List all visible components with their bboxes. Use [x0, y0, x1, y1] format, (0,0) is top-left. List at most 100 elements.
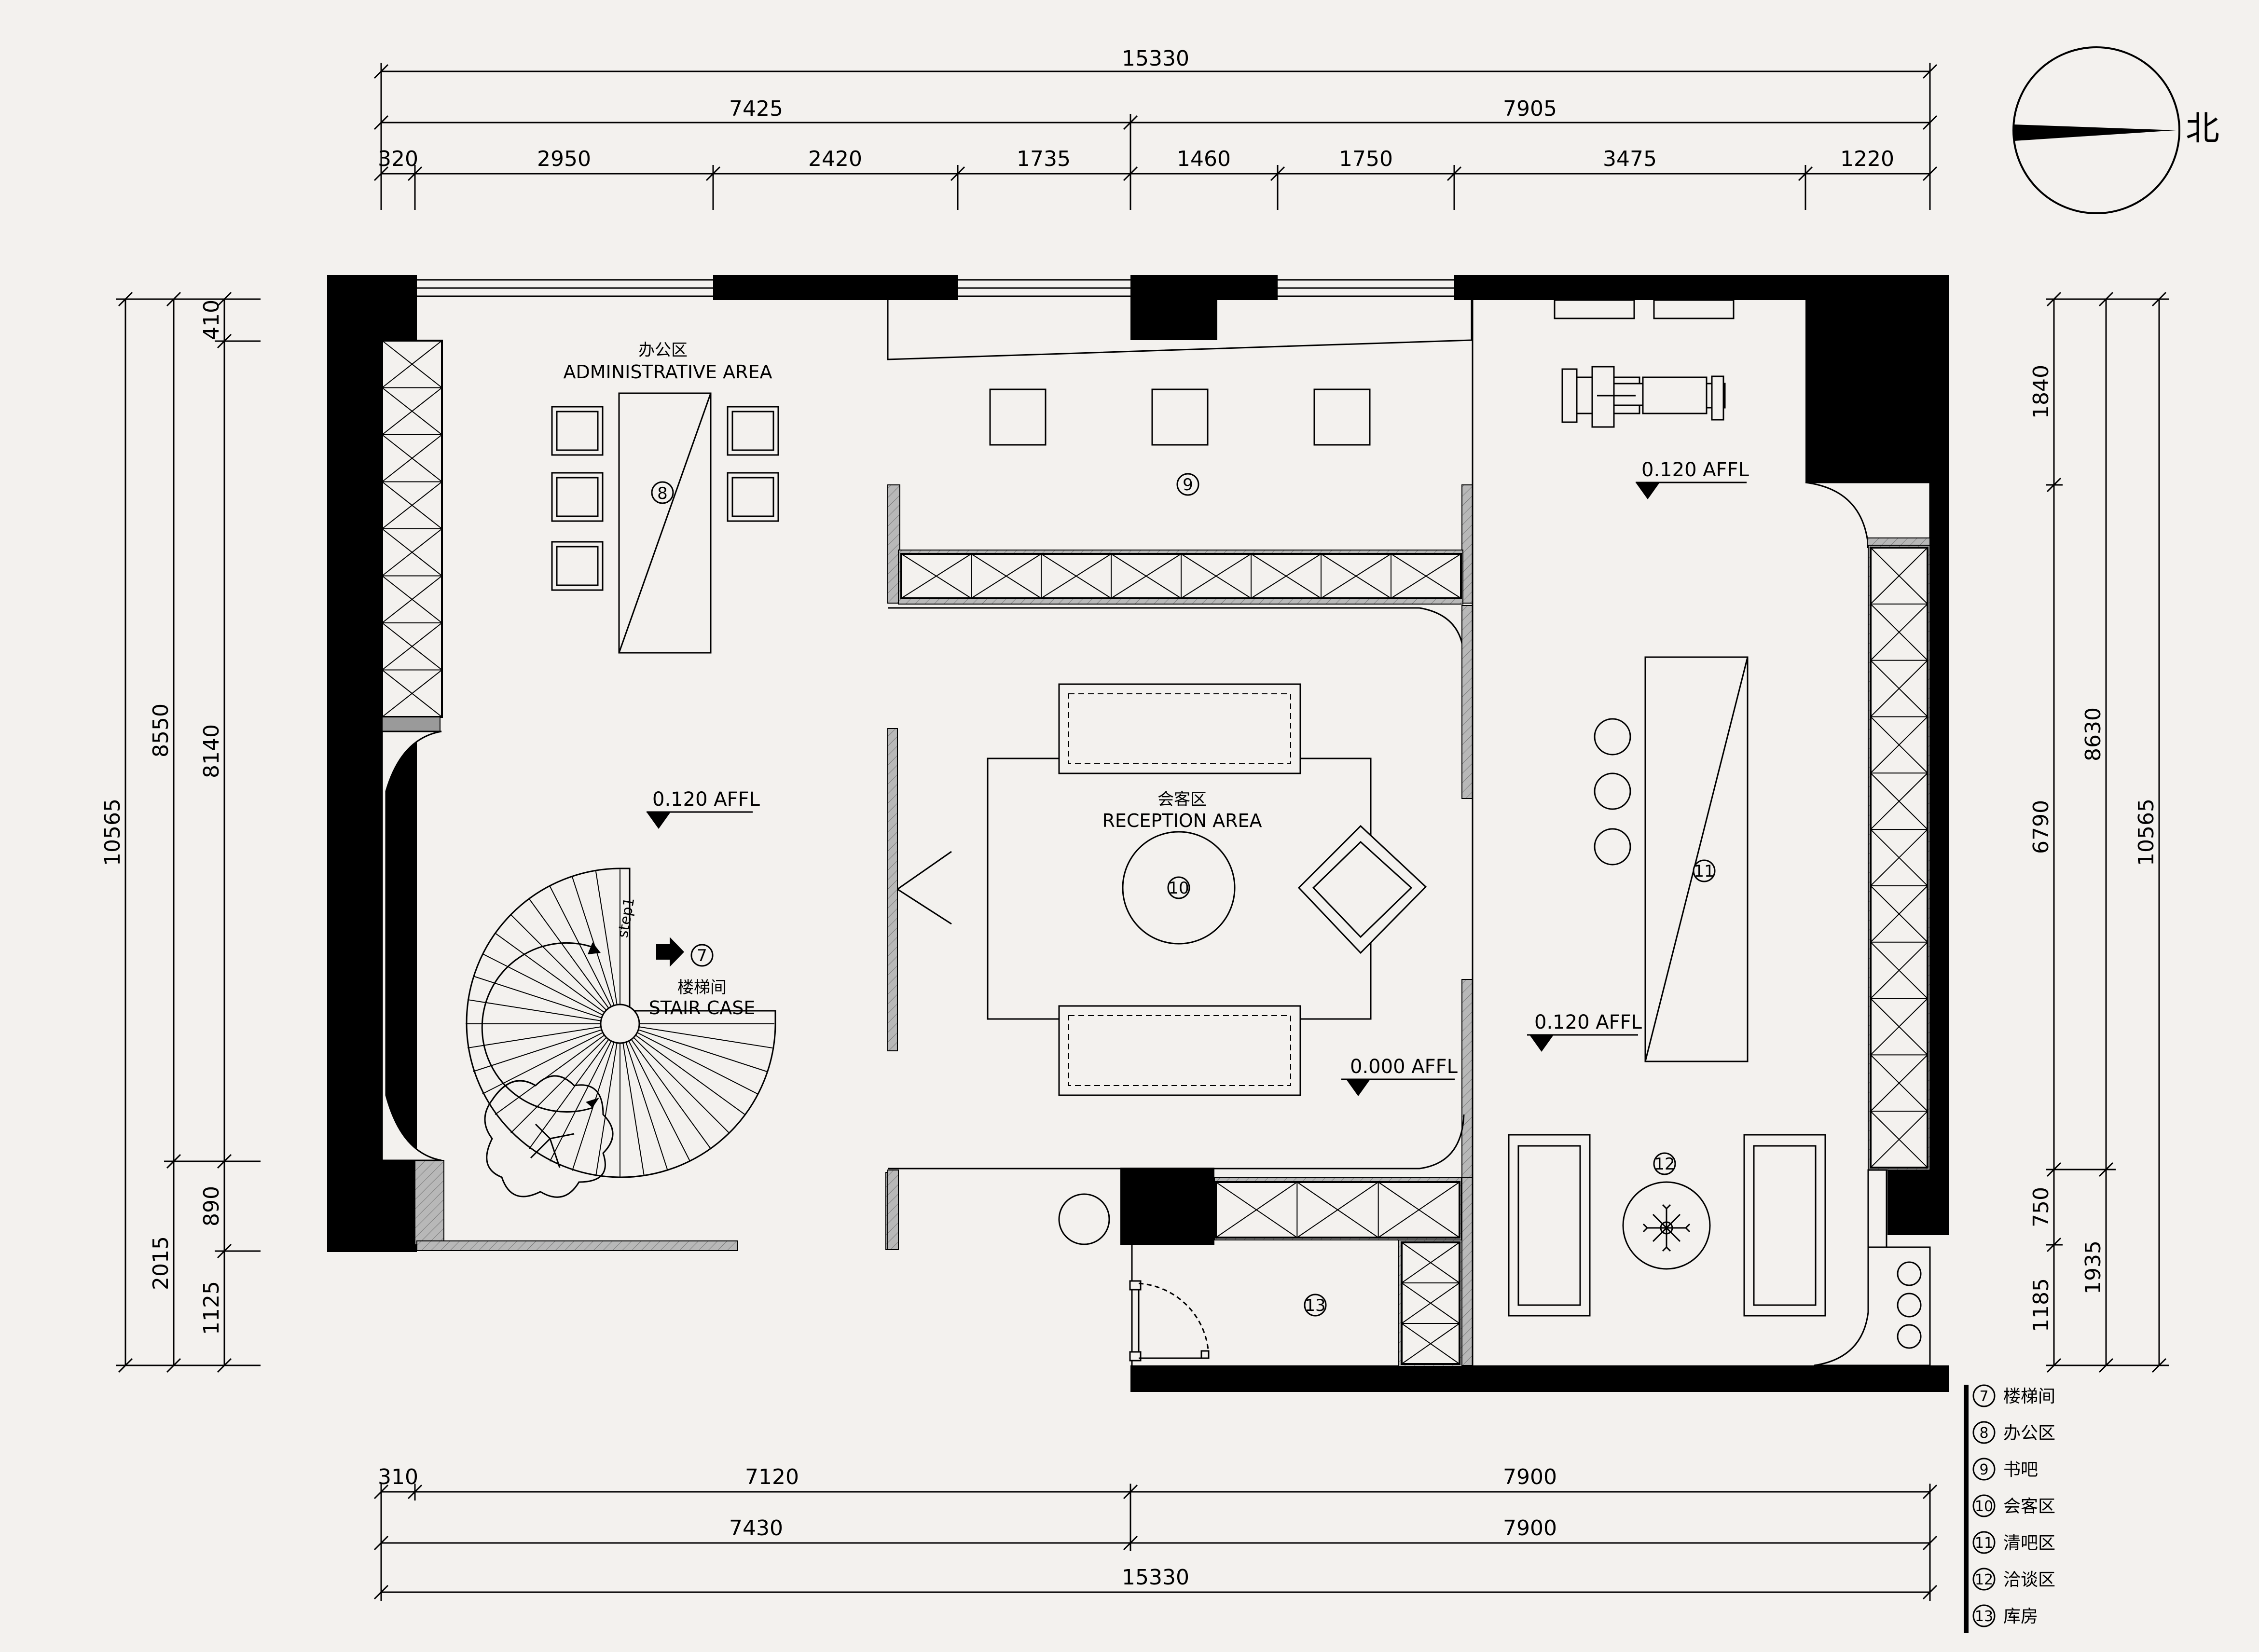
admin-level-marker: 0.120 AFFL: [647, 788, 760, 829]
dim-top-seg-6: 1750: [1339, 147, 1393, 171]
admin-area: 办公区 ADMINISTRATIVE AREA 8 0.120 AFFL: [381, 340, 897, 1251]
dim-left-mid-b: 2015: [149, 1236, 173, 1290]
cabinet-cross: [639, 1026, 773, 1049]
cabinet-cross: [1870, 716, 1928, 773]
cabinet-cross: [529, 898, 609, 1009]
cabinet-cross: [482, 1032, 603, 1095]
admin-label-en: ADMINISTRATIVE AREA: [563, 361, 772, 383]
right-dimensions: 1840 6790 750 1185 8630 1935 10565: [2029, 291, 2169, 1373]
cabinet-cross: [467, 999, 601, 1021]
dim-right-inner-3: 750: [2029, 1187, 2053, 1227]
cabinet-cross: [510, 914, 607, 1011]
cabinet-cross: [382, 575, 442, 623]
book-bar-area: 9: [887, 300, 1473, 605]
dim-right-mid-a: 8630: [2081, 707, 2106, 761]
compass-label: 北: [2186, 109, 2219, 148]
dim-bottom-r2-2: 7900: [1503, 1516, 1557, 1541]
dim-right-mid-b: 1935: [2081, 1240, 2106, 1294]
bar-stool: [1594, 718, 1631, 756]
legend-num: 13: [1975, 1608, 1993, 1625]
dim-top-half-1: 7425: [729, 96, 783, 121]
cabinet-cross: [510, 1037, 607, 1133]
cabinet-cross: [1041, 553, 1112, 599]
cabinet-cross: [901, 553, 972, 599]
cabinet-cross: [1870, 829, 1928, 886]
dim-top-seg-3: 2420: [808, 147, 862, 171]
cabinet-cross: [633, 1037, 730, 1133]
stair-num: 7: [697, 946, 707, 965]
cabinet-cross: [482, 953, 603, 1016]
dim-left-inner-3: 890: [199, 1186, 224, 1226]
legend-label: 洽谈区: [2003, 1570, 2055, 1590]
legend-num: 10: [1975, 1498, 1993, 1515]
negotiation-num: 12: [1654, 1155, 1675, 1174]
legend-num: 9: [1979, 1461, 1988, 1478]
dim-top-seg-2: 2950: [537, 147, 591, 171]
dim-left-inner-2: 8140: [199, 724, 224, 778]
dim-bottom-r2-1: 7430: [729, 1516, 783, 1541]
legend-num-circle: [1972, 1568, 1996, 1591]
cabinet-cross: [637, 1032, 758, 1095]
cabinet-cross: [382, 528, 442, 577]
cabinet-cross: [382, 340, 442, 388]
legend-label: 楼梯间: [2003, 1387, 2055, 1406]
cabinet-cross: [1111, 553, 1182, 599]
cabinet-cross: [625, 1042, 668, 1171]
cabinet-cross: [1401, 1282, 1460, 1324]
stair-label-cn: 楼梯间: [677, 978, 727, 997]
reception-level: 0.000 AFFL: [1350, 1056, 1458, 1078]
cabinet-cross: [635, 1034, 745, 1115]
stair-case: step1 7 楼梯间 STAIR CASE: [466, 867, 776, 1198]
legend-label: 会客区: [2003, 1497, 2055, 1516]
top-dimensions: 15330 7425 7905 320 2950: [373, 46, 1938, 210]
cabinet-cross: [382, 669, 442, 717]
north-level-marker: 0.120 AFFL: [1636, 459, 1749, 499]
cabinet-cross: [1870, 942, 1928, 999]
cabinet-cross: [1870, 604, 1928, 661]
cabinet-cross: [1181, 553, 1252, 599]
dim-top-half-2: 7905: [1503, 96, 1557, 121]
cabinet-cross: [495, 1034, 605, 1115]
reception-level-marker: 0.000 AFFL: [1341, 1056, 1458, 1096]
cabinet-cross: [1870, 660, 1928, 717]
legend-num-circle: [1972, 1421, 1996, 1444]
sofa-top: [1058, 683, 1301, 774]
dim-left-mid-a: 8550: [149, 703, 173, 757]
level-triangle-icon: [647, 812, 671, 829]
cabinet-cross: [1391, 553, 1461, 599]
admin-label-cn: 办公区: [638, 341, 688, 360]
cabinet-cross: [1401, 1323, 1460, 1364]
bar-stool: [1594, 772, 1631, 810]
dim-top-seg-7: 3475: [1603, 147, 1657, 171]
plant-icon: [484, 1075, 614, 1198]
cabinet-cross: [1215, 1182, 1297, 1238]
cabinet-cross: [473, 1029, 602, 1072]
bottom-dimensions: 310 7120 7900 7430 7900 15330: [373, 1465, 1938, 1601]
bar-level-marker: 0.120 AFFL: [1527, 1011, 1642, 1052]
dim-right-inner-1: 1840: [2029, 365, 2053, 419]
cabinet-cross: [1296, 1182, 1379, 1238]
legend-num-circle: [1972, 1384, 1996, 1407]
dim-right-total: 10565: [2134, 798, 2159, 866]
negotiation-area: 12: [1508, 1134, 1826, 1317]
left-dimensions: 10565 8550 2015 410 8140 890 1125: [100, 291, 261, 1373]
dim-left-inner-1: 410: [199, 300, 224, 340]
cabinet-cross: [1251, 553, 1322, 599]
dim-left-total: 10565: [100, 798, 125, 866]
legend-label: 办公区: [2003, 1423, 2055, 1443]
dim-bottom-r1-2: 7120: [745, 1465, 799, 1489]
cabinet-cross: [382, 481, 442, 529]
cabinet-cross: [467, 1026, 601, 1049]
dim-top-seg-8: 1220: [1840, 147, 1894, 171]
legend-num-circle: [1972, 1531, 1996, 1554]
cabinet-cross: [1401, 1242, 1460, 1283]
dim-bottom-total: 15330: [1122, 1565, 1189, 1590]
cabinet-cross: [1378, 1182, 1460, 1238]
cabinet-cross: [971, 553, 1042, 599]
legend-label: 书吧: [2003, 1460, 2038, 1480]
dim-left-inner-4: 1125: [199, 1281, 224, 1335]
dim-top-total: 15330: [1122, 46, 1189, 71]
coffee-machine-icon: [1561, 366, 1726, 428]
sofa-bottom: [1058, 1005, 1301, 1096]
